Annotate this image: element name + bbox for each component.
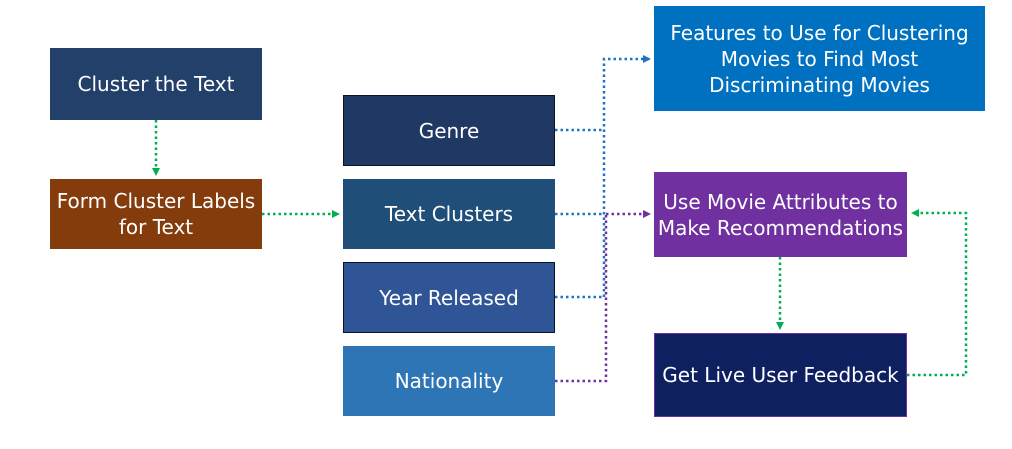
connector-blue-bus — [602, 55, 651, 297]
node-form-cluster-labels-label: Form Cluster Labels for Text — [56, 189, 256, 239]
node-text-clusters: Text Clusters — [343, 179, 555, 249]
node-nationality-label: Nationality — [394, 369, 504, 393]
node-form-cluster-labels: Form Cluster Labels for Text — [50, 179, 262, 249]
connector-nationality-to-recommendations — [555, 214, 608, 383]
node-cluster-the-text-label: Cluster the Text — [77, 72, 235, 96]
node-genre: Genre — [343, 95, 555, 166]
node-genre-label: Genre — [418, 118, 480, 143]
node-text-clusters-label: Text Clusters — [384, 202, 514, 226]
node-use-movie-attributes: Use Movie Attributes to Make Recommendat… — [654, 172, 907, 257]
node-cluster-the-text: Cluster the Text — [50, 48, 262, 120]
connector-feedback-loop — [907, 209, 968, 377]
node-get-live-user-feedback: Get Live User Feedback — [654, 333, 907, 417]
node-use-movie-attributes-label: Use Movie Attributes to Make Recommendat… — [657, 189, 904, 240]
node-features-for-clustering: Features to Use for Clustering Movies to… — [654, 6, 985, 111]
node-nationality: Nationality — [343, 346, 555, 416]
node-year-released-label: Year Released — [379, 285, 519, 310]
node-features-for-clustering-label: Features to Use for Clustering Movies to… — [670, 20, 969, 97]
node-get-live-user-feedback-label: Get Live User Feedback — [662, 363, 899, 387]
node-year-released: Year Released — [343, 262, 555, 333]
